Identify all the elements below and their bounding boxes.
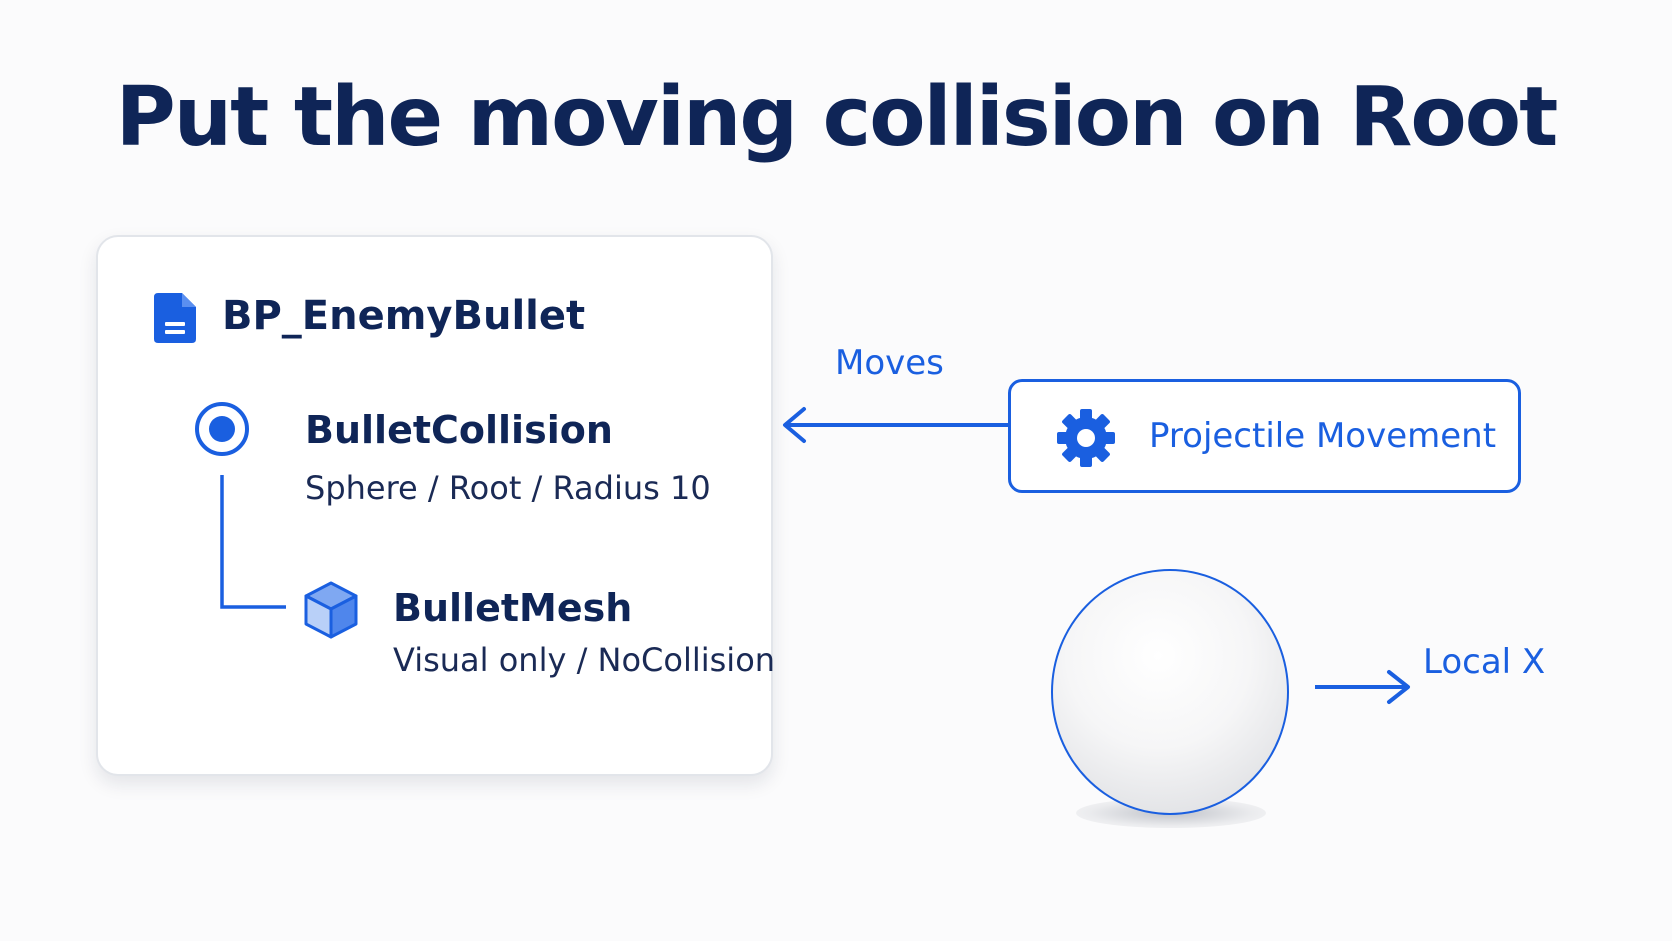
- radio-target-icon: [195, 402, 249, 456]
- collision-sphere: [1051, 569, 1289, 815]
- blueprint-name: BP_EnemyBullet: [222, 293, 586, 339]
- component-description-root: Sphere / Root / Radius 10: [305, 469, 711, 507]
- gear-icon: [1057, 409, 1115, 467]
- cube-icon: [304, 581, 358, 639]
- component-name-root: BulletCollision: [305, 408, 613, 452]
- local-x-label: Local X: [1423, 642, 1546, 682]
- moves-label: Moves: [835, 343, 944, 383]
- projectile-movement-box: Projectile Movement: [1008, 379, 1521, 493]
- component-description-child: Visual only / NoCollision: [393, 641, 776, 679]
- page-title: Put the moving collision on Root: [115, 70, 1559, 165]
- component-name-child: BulletMesh: [393, 586, 633, 630]
- document-icon: [154, 293, 196, 343]
- blueprint-card: [96, 235, 773, 776]
- projectile-movement-label: Projectile Movement: [1149, 416, 1497, 456]
